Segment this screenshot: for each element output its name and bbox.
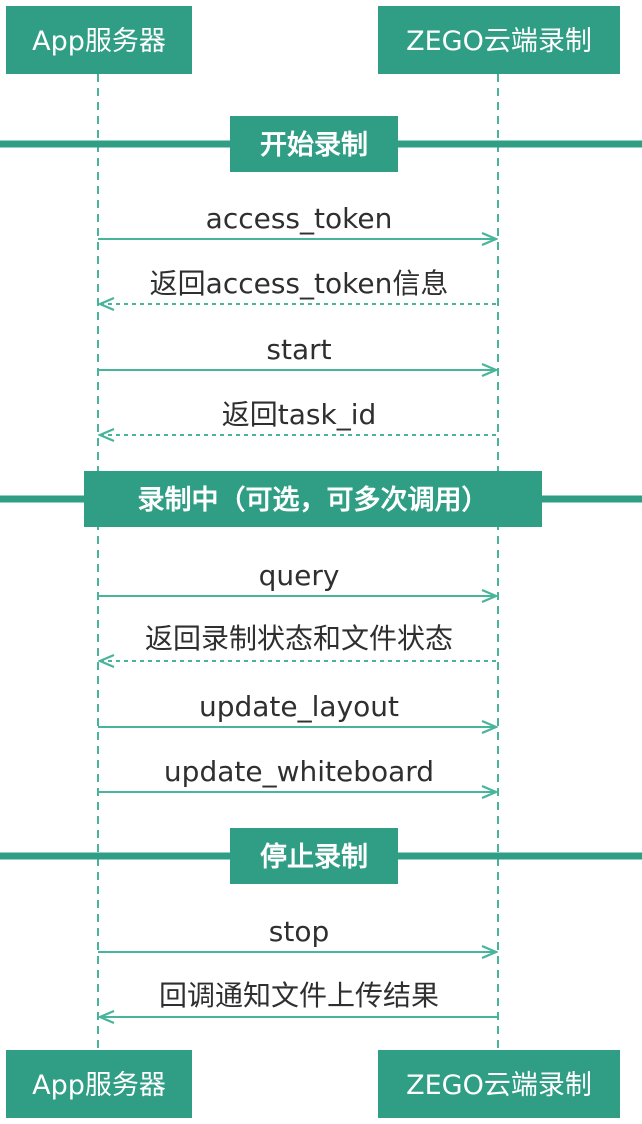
actor-top-right-label: ZEGO云端录制	[406, 26, 592, 57]
message-label: update_layout	[199, 690, 399, 723]
message-query: query	[98, 559, 496, 596]
message-label: access_token	[206, 202, 393, 235]
section-start-recording: 开始录制	[0, 116, 642, 172]
message-label: 返回access_token信息	[150, 267, 449, 300]
message-label: query	[259, 559, 340, 592]
actor-top-right: ZEGO云端录制	[378, 6, 620, 74]
message-update-whiteboard: update_whiteboard	[98, 755, 496, 792]
message-stop: stop	[98, 915, 496, 952]
message-access-token: access_token	[98, 202, 496, 239]
message-upload-callback: 回调通知文件上传结果	[100, 979, 498, 1017]
actor-bottom-left-label: App服务器	[32, 1070, 166, 1101]
message-start: start	[98, 333, 496, 370]
section-stop-recording: 停止录制	[0, 828, 642, 884]
actor-bottom-left: App服务器	[6, 1050, 192, 1118]
actor-top-left: App服务器	[6, 6, 192, 74]
message-status-reply: 返回录制状态和文件状态	[100, 622, 498, 661]
message-label: start	[266, 333, 331, 366]
message-label: 返回task_id	[222, 398, 377, 431]
section-label: 开始录制	[260, 129, 368, 161]
section-label: 停止录制	[260, 841, 368, 873]
section-recording-optional: 录制中（可选，可多次调用）	[0, 471, 642, 527]
message-task-id-reply: 返回task_id	[100, 398, 498, 435]
message-label: 返回录制状态和文件状态	[145, 622, 453, 655]
section-label: 录制中（可选，可多次调用）	[138, 485, 489, 516]
message-label: stop	[269, 915, 329, 948]
actor-top-left-label: App服务器	[32, 26, 166, 57]
actor-bottom-right-label: ZEGO云端录制	[406, 1070, 592, 1101]
message-label: 回调通知文件上传结果	[159, 979, 439, 1012]
message-update-layout: update_layout	[98, 690, 496, 727]
actor-bottom-right: ZEGO云端录制	[378, 1050, 620, 1118]
message-label: update_whiteboard	[164, 755, 434, 788]
message-access-token-reply: 返回access_token信息	[100, 267, 498, 304]
